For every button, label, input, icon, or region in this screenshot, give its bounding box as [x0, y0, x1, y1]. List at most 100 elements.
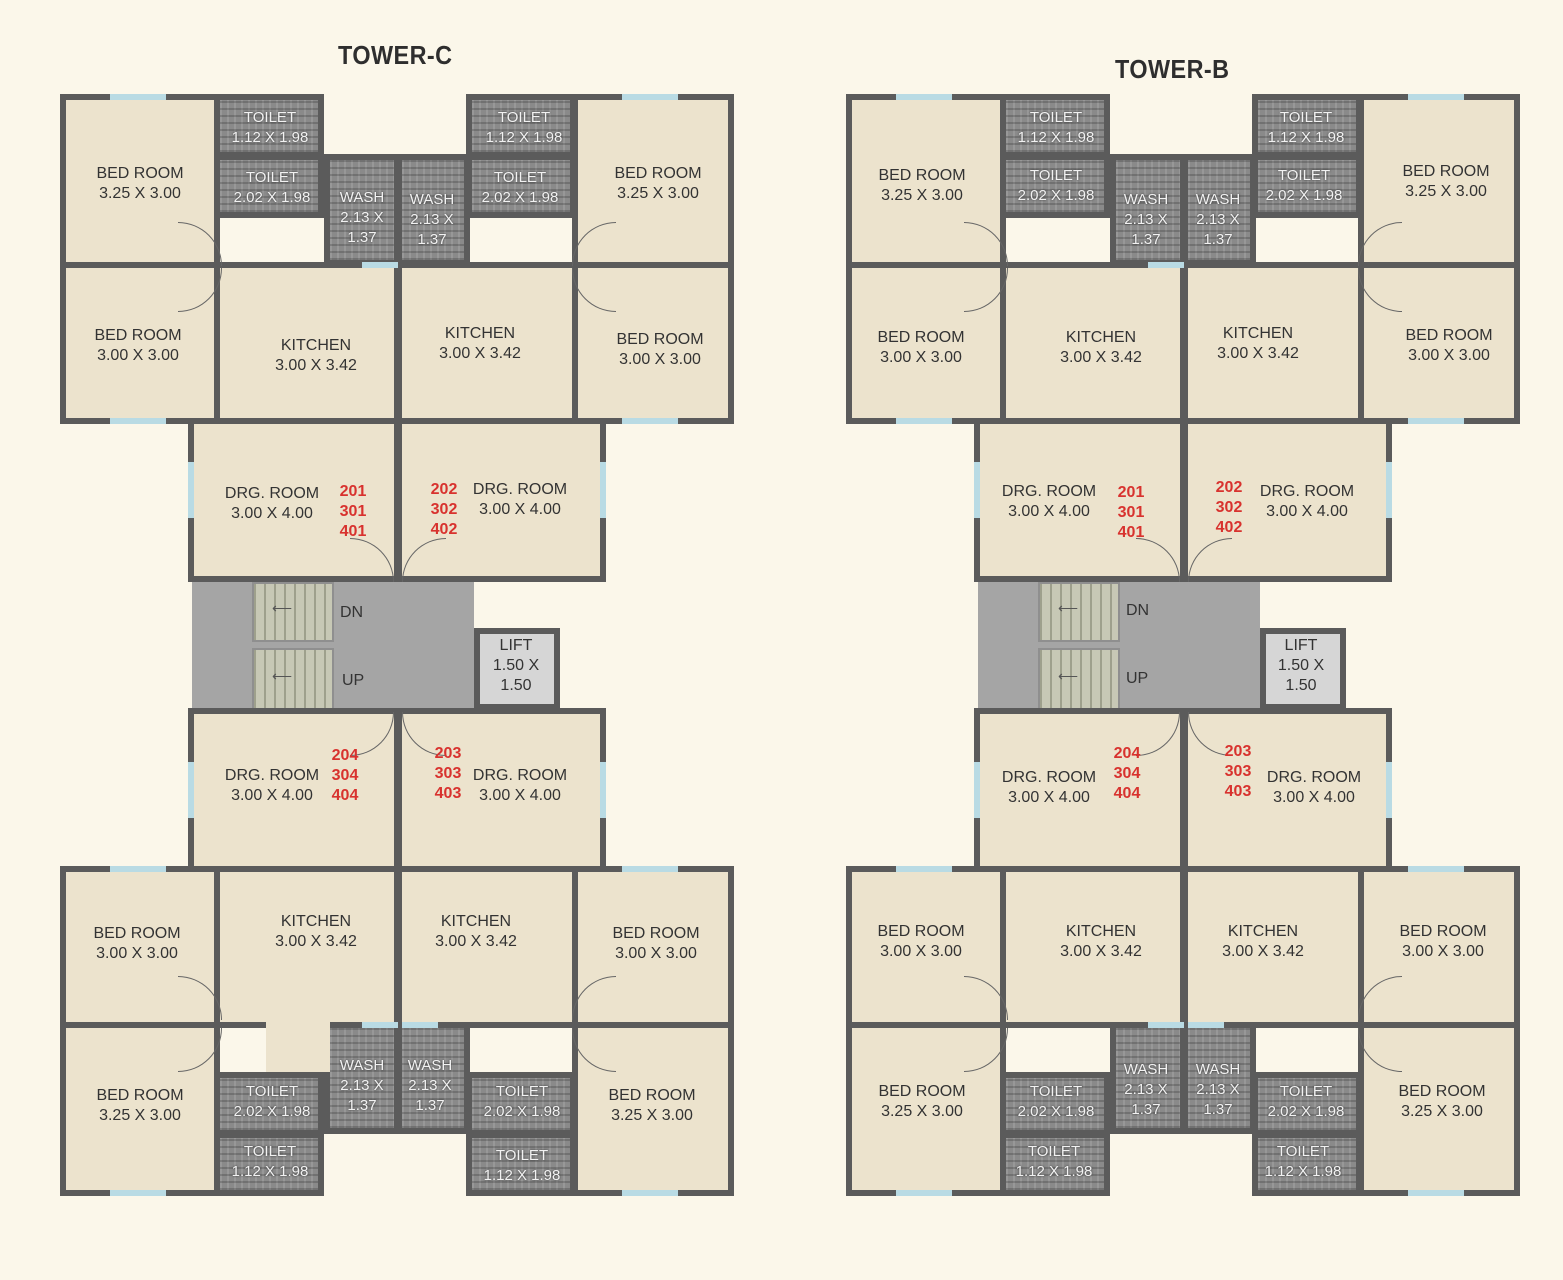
toilet [214, 94, 324, 158]
window [894, 1190, 954, 1196]
window [894, 94, 954, 100]
window [1406, 866, 1466, 872]
toilet [214, 1132, 324, 1196]
window [894, 866, 954, 872]
window [108, 1190, 168, 1196]
window [188, 460, 194, 520]
staircase-up [252, 648, 334, 710]
window [1386, 760, 1392, 820]
wash-area [324, 1022, 400, 1134]
toilet [1000, 94, 1110, 158]
stairs-up-label: UP [1126, 670, 1149, 687]
kitchen [1182, 262, 1364, 424]
stairs-down-label: DN [340, 604, 364, 621]
arrow-left-icon: ⟵ [1058, 668, 1079, 684]
window [600, 760, 606, 820]
wash-area [396, 1022, 470, 1134]
window [1406, 418, 1466, 424]
window [620, 866, 680, 872]
window [620, 94, 680, 100]
wash-area [1182, 1022, 1256, 1134]
arrow-left-icon: ⟵ [272, 668, 293, 684]
toilet [1252, 1132, 1362, 1196]
lift [474, 628, 560, 710]
lift [1260, 628, 1346, 710]
window [894, 418, 954, 424]
window [974, 760, 980, 820]
window [1406, 1190, 1466, 1196]
stairs-down-label: DN [1126, 602, 1150, 619]
wash-area [396, 154, 470, 266]
window [400, 1022, 440, 1028]
passage [266, 1022, 330, 1078]
staircase-down [1038, 582, 1120, 642]
staircase-down [252, 582, 334, 642]
staircase-up [1038, 648, 1120, 710]
wash-area [1110, 154, 1186, 266]
arrow-left-icon: ⟵ [1058, 600, 1079, 616]
window [360, 262, 400, 268]
window [108, 94, 168, 100]
toilet [1000, 154, 1110, 218]
toilet [466, 1132, 576, 1196]
window [974, 460, 980, 520]
window [108, 866, 168, 872]
kitchen [1182, 866, 1364, 1028]
window [1146, 1022, 1186, 1028]
window [1186, 1022, 1226, 1028]
toilet [1000, 1132, 1110, 1196]
